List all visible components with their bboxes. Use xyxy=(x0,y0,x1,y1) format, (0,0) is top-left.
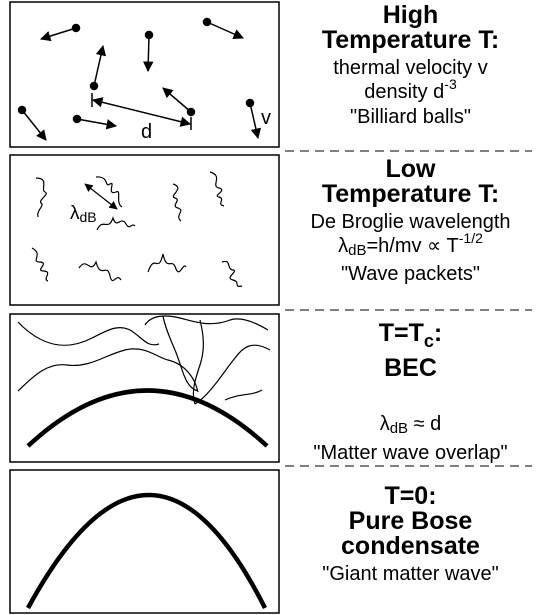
wave-packet xyxy=(78,260,122,282)
velocity-arrow xyxy=(21,109,47,141)
panel-1-frame xyxy=(9,1,280,148)
wave-packets xyxy=(31,171,243,287)
panel-2-formula: λdB=h/mv ∝ T-1/2 xyxy=(288,230,533,260)
panel-1-title-line2: Temperature T: xyxy=(321,26,500,54)
velocity-arrow xyxy=(162,87,192,113)
panel-2-title-line2: Temperature T: xyxy=(321,180,500,208)
velocity-arrow xyxy=(143,34,154,73)
matter-wave-curve xyxy=(162,315,199,392)
panel-4-giant-wave: "Giant matter wave" xyxy=(322,563,499,585)
velocity-arrow xyxy=(93,44,107,87)
wavelength-arrow xyxy=(84,183,118,210)
matter-wave-curve xyxy=(144,315,269,331)
wave-packet xyxy=(35,177,47,218)
density-exponent: -3 xyxy=(444,76,457,92)
wave-packet xyxy=(209,171,225,207)
panel-3-title-line1: T=Tc: xyxy=(288,319,533,352)
formula-lambda: λ xyxy=(338,235,349,257)
overlapping-waves xyxy=(17,315,271,405)
panel-3-approx: λdB ≈ d xyxy=(288,412,533,438)
velocity-arrow xyxy=(206,21,244,39)
condensate-arch-full xyxy=(26,493,268,610)
matter-wave-curve xyxy=(224,389,263,401)
panel-2-text: Low Temperature T: De Broglie wavelength… xyxy=(288,157,533,286)
panel-3-text: T=Tc: BEC λdB ≈ d "Matter wave overlap" xyxy=(288,321,533,465)
formula-rest: =h/mv ∝ T xyxy=(366,235,459,257)
title-colon: : xyxy=(433,319,443,347)
panel-2-title-line1: Low xyxy=(385,155,436,183)
approx-lambda: λ xyxy=(379,413,390,435)
label-d: d xyxy=(141,121,152,143)
matter-wave-curve xyxy=(17,348,199,393)
wave-packet xyxy=(221,260,243,287)
panel-2-wave-packets: "Wave packets" xyxy=(340,263,481,285)
density-label: density d xyxy=(364,81,445,103)
title-t-equals-t: T=T xyxy=(378,319,424,347)
wave-packet xyxy=(147,253,187,273)
panel-4-title-line3: condensate xyxy=(341,532,480,560)
approx-rest: ≈ d xyxy=(408,413,442,435)
condensate-arch-partial xyxy=(26,388,269,448)
panel-4-text: T=0: Pure Bose condensate "Giant matter … xyxy=(288,484,533,586)
matter-wave-curve xyxy=(194,344,271,405)
panel-1-density: density d-3 xyxy=(288,76,533,105)
wave-packet xyxy=(31,247,49,282)
wave-packet xyxy=(96,216,136,231)
panel-1-thermal-velocity: thermal velocity v xyxy=(333,57,488,79)
panel-3-title-line2: BEC xyxy=(384,354,437,382)
velocity-arrow xyxy=(249,102,262,140)
panel-2-de-broglie: De Broglie wavelength xyxy=(310,211,511,233)
panel-4-title-line1: T=0: xyxy=(384,482,437,510)
billiard-particles xyxy=(17,17,262,141)
label-lambda-db: λdB xyxy=(70,203,97,225)
panel-3-frame xyxy=(9,313,280,463)
panel-3-overlap: "Matter wave overlap" xyxy=(313,442,508,464)
matter-wave-curve xyxy=(17,321,160,346)
panel-2-frame xyxy=(9,154,280,306)
wave-packet xyxy=(172,183,182,222)
title-t-sub: c xyxy=(423,331,434,351)
panel-1-title-line1: High xyxy=(382,1,439,29)
panel-4-title-line2: Pure Bose xyxy=(348,507,473,535)
velocity-arrow xyxy=(39,27,77,42)
panel-4-frame xyxy=(9,469,280,614)
velocity-arrow xyxy=(76,118,118,130)
formula-lambda-sub: dB xyxy=(348,242,367,259)
distance-arrow xyxy=(91,97,192,127)
formula-exponent: -1/2 xyxy=(458,230,483,246)
label-v: v xyxy=(261,107,271,129)
panel-1-text: High Temperature T: thermal velocity v d… xyxy=(288,3,533,129)
approx-lambda-sub: dB xyxy=(389,420,409,437)
matter-wave-curve xyxy=(192,319,204,405)
panel-1-billiard-balls: "Billiard balls" xyxy=(350,106,471,128)
